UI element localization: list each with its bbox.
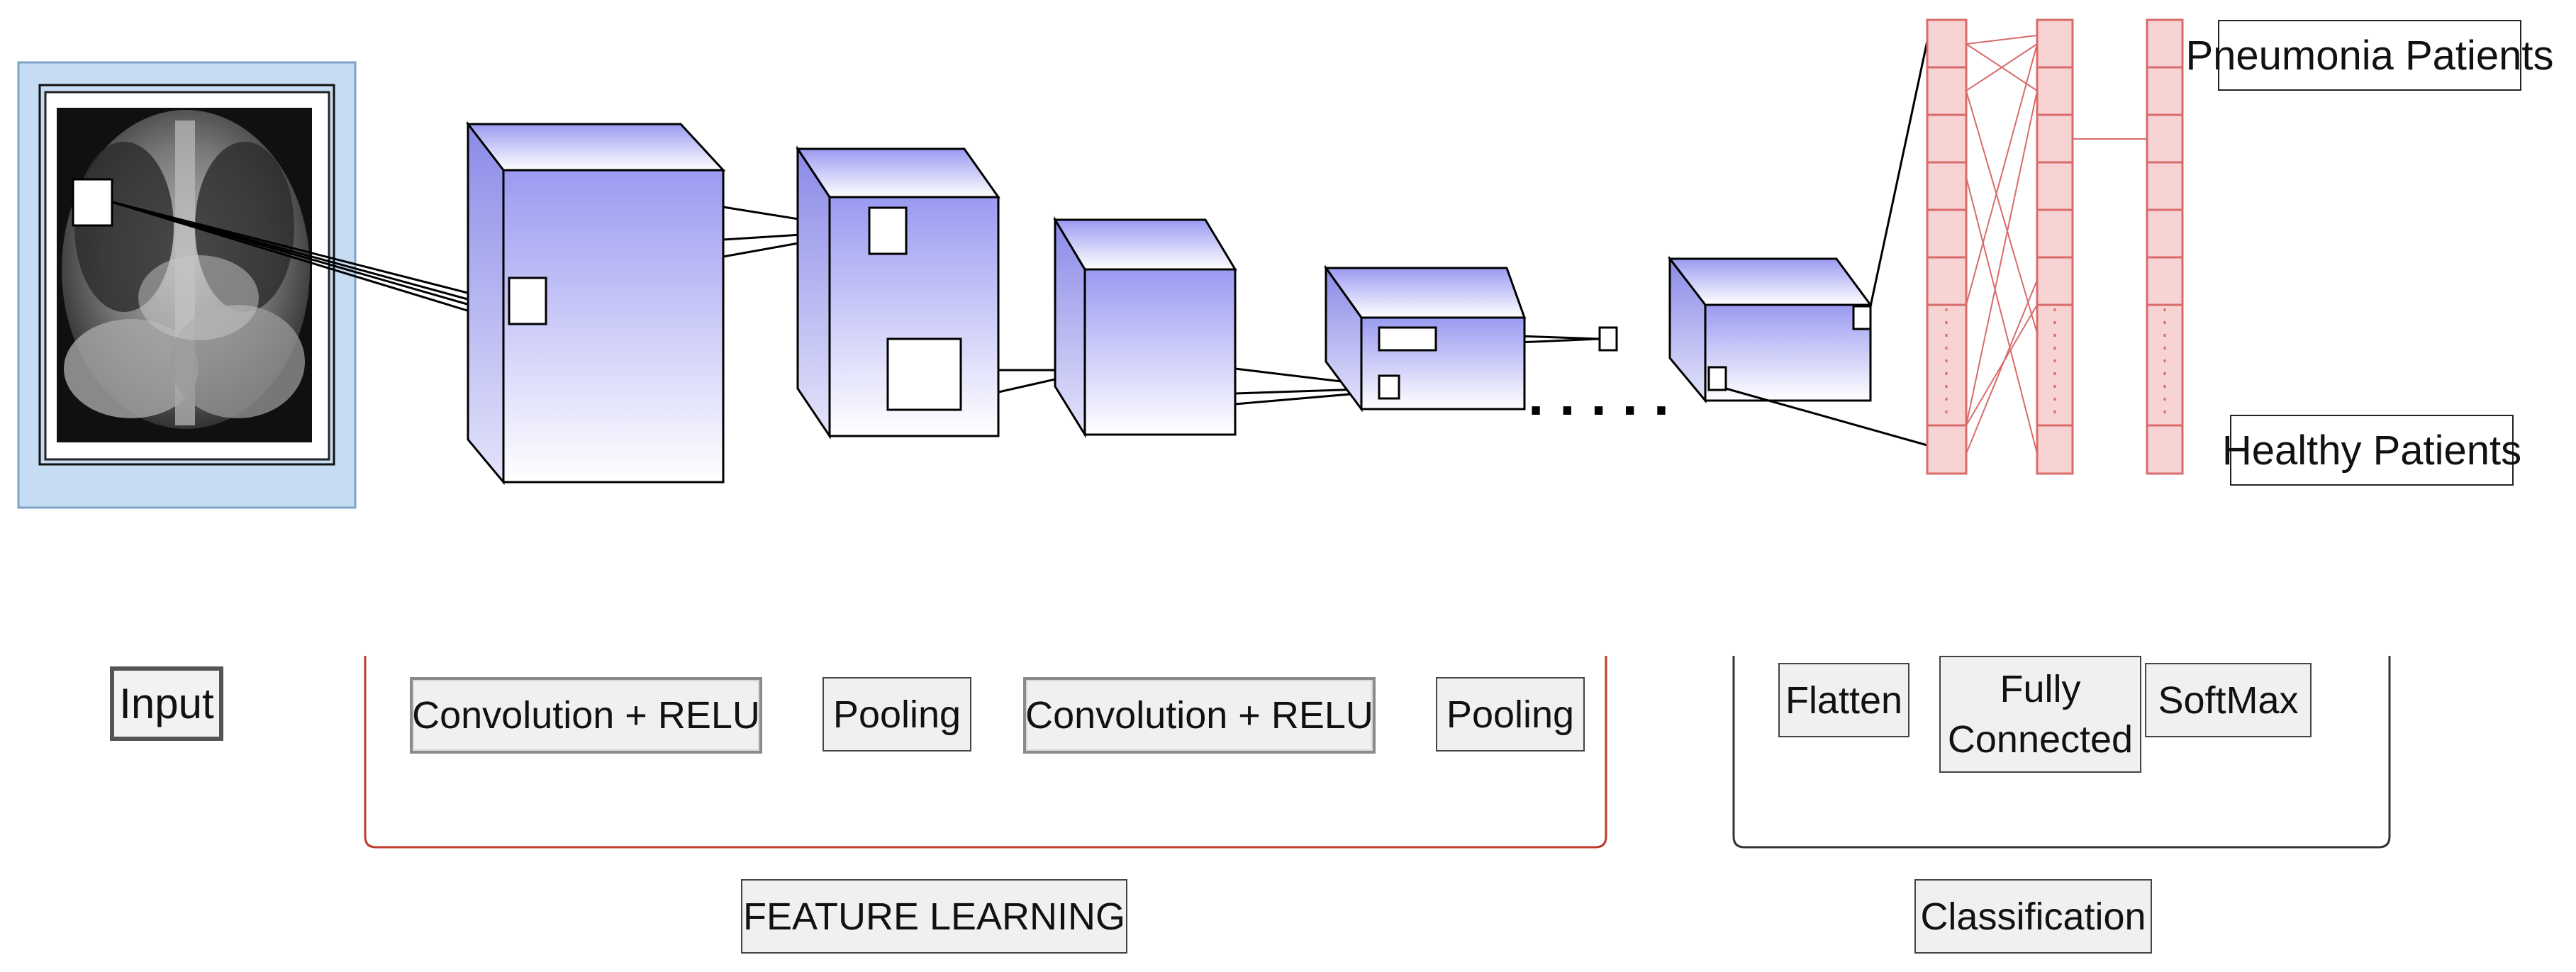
cube-5-kernel-top: [1852, 305, 1872, 330]
healthy-patients-label: Healthy Patients: [2222, 415, 2521, 486]
feature-map-cube-5: [1667, 255, 1873, 404]
classification-bracket: [1732, 656, 2391, 849]
convolution-relu-label-1: Convolution + RELU: [410, 677, 762, 754]
cube-2-kernel-bottom: [886, 337, 962, 411]
classification-label: Classification: [1914, 879, 2152, 954]
fully-connected-line-1: Fully: [2000, 668, 2081, 711]
fully-connected-label: Fully Connected: [1939, 656, 2141, 773]
convolution-relu-label-2: Convolution + RELU: [1023, 677, 1376, 754]
feature-learning-bracket: [364, 656, 1607, 849]
fully-connected-line-2: Connected: [1947, 717, 2134, 761]
flatten-lines: [1725, 40, 1929, 447]
cube-2-kernel-top: [868, 206, 908, 255]
feature-learning-label: FEATURE LEARNING: [741, 879, 1127, 954]
pooled-output-point: [1598, 326, 1618, 352]
fc-connections: [1966, 35, 2147, 454]
input-receptive-field: [72, 178, 113, 227]
cube-4-kernel-small: [1378, 374, 1400, 400]
fc-column-3: [2146, 18, 2184, 475]
pneumonia-patients-label: Pneumonia Patients: [2185, 20, 2554, 91]
feature-map-cube-1: [465, 121, 726, 486]
input-label: Input: [110, 666, 223, 741]
pooling-label-1: Pooling: [823, 677, 971, 752]
ellipsis-dots: .....: [1528, 364, 1685, 427]
feature-map-cube-4: [1324, 264, 1618, 413]
feature-map-cube-2: [796, 145, 1000, 440]
softmax-label: SoftMax: [2145, 663, 2312, 737]
cube-1-kernel: [508, 276, 547, 325]
fc-column-2: [2036, 18, 2074, 475]
cube-4-kernel-bar: [1378, 326, 1437, 352]
pooling-label-2: Pooling: [1436, 677, 1585, 752]
flatten-label: Flatten: [1778, 663, 1909, 737]
cube-5-kernel-bottom: [1707, 366, 1727, 391]
input-xray-image: [17, 61, 357, 509]
fc-column-1: [1926, 18, 1968, 475]
feature-map-cube-3: [1053, 216, 1237, 439]
